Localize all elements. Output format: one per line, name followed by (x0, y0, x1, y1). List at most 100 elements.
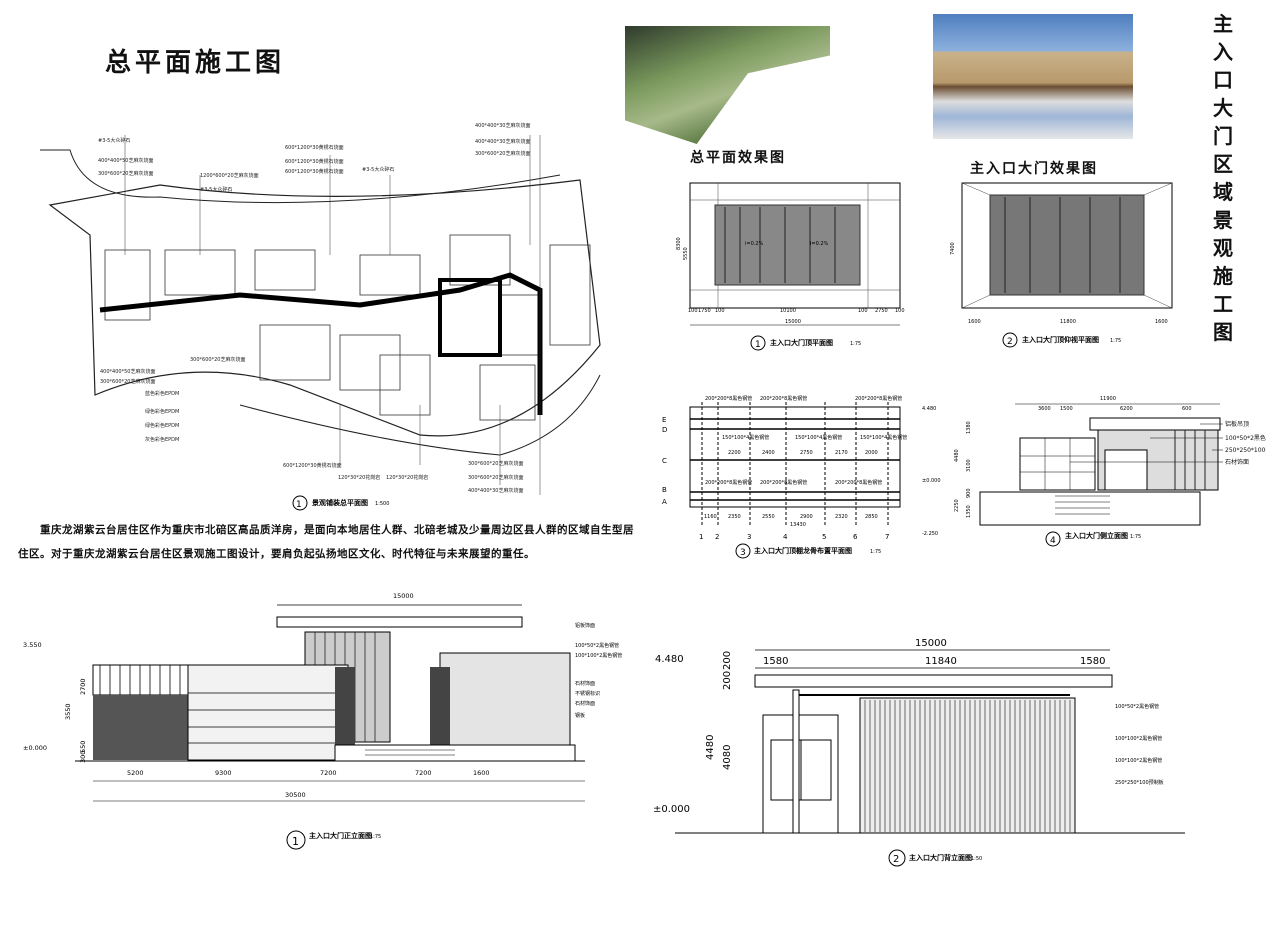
drawing-annotation: 200*200*8黑色钢管 (705, 395, 752, 402)
project-description: 重庆龙湖紫云台居住区作为重庆市北碚区高品质洋房，是面向本地居住人群、北碚老城及少… (18, 524, 634, 560)
site-label: 400*400*30芝麻灰烧面 (475, 122, 530, 129)
material-callout: 铝板吊顶 (1225, 420, 1249, 428)
drawing-annotation: 100*50*2黑色钢管 (575, 642, 619, 649)
drawing-annotation: 2750 (875, 308, 888, 314)
drawing-annotation: 2900 (800, 514, 813, 520)
drawing-scale: 1:500 (375, 501, 389, 507)
drawing-annotation: 200 (722, 651, 733, 670)
drawing-annotation: 6200 (1120, 406, 1133, 412)
drawing-annotation: 7200 (415, 769, 432, 777)
site-label: 120*30*20花岗岩 (386, 474, 428, 481)
drawing-annotation: 100 (688, 308, 698, 314)
drawing-annotation: 1 (755, 340, 761, 350)
site-label: 300*600*20芝麻灰烧面 (190, 356, 245, 363)
dimension-total: 15000 (785, 319, 801, 325)
site-label: 300*600*20芝麻灰烧面 (475, 150, 530, 157)
drawing-annotation: 2400 (762, 450, 775, 456)
drawing-annotation: 100*100*2黑色钢管 (1115, 757, 1162, 764)
drawing-annotation: 2200 (728, 450, 741, 456)
site-label: 600*1200*30黄锈石烧面 (285, 168, 344, 175)
drawing-title: 景观铺装总平面图 (311, 498, 368, 507)
drawing-annotation: 9300 (215, 769, 232, 777)
drawing-annotation: 200*200*8黑色钢管 (760, 479, 807, 486)
drawing-annotation: 11800 (1060, 319, 1076, 325)
drawing-annotation: 100 (858, 308, 868, 314)
material-callout: 250*250*100预制板 (1225, 446, 1266, 454)
drawing-annotation: ±0.000 (653, 804, 690, 815)
site-label: 120*30*20花岗岩 (338, 474, 380, 481)
drawing-annotation: 3 (740, 548, 746, 558)
drawing-annotation: 2700 (79, 678, 87, 695)
drawing-annotation: 2 (1007, 337, 1013, 347)
drawing-annotation: 15000 (393, 592, 414, 600)
drawing-annotation: 1:75 (870, 549, 881, 555)
drawing-annotation: 1580 (1080, 656, 1105, 667)
drawing-annotation: 100 (895, 308, 905, 314)
drawing-annotation: 100*100*2黑色钢管 (575, 652, 622, 659)
drawing-annotation: 1580 (763, 656, 788, 667)
material-callout: 100*50*2黑色钢管 (1225, 434, 1266, 442)
drawing-annotation: 4 (1050, 536, 1056, 546)
drawing-annotation: 4.480 (655, 654, 684, 665)
drawing-title: 主入口大门背立面图 (909, 853, 972, 862)
drawing-annotation: 2750 (800, 450, 813, 456)
drawing-annotation: 1600 (1155, 319, 1168, 325)
drawing-annotation: 6 (853, 533, 858, 541)
drawing-annotation: 2350 (728, 514, 741, 520)
drawing-annotation: 100 (715, 308, 725, 314)
slope-label: i=0.2% (745, 241, 764, 247)
drawing-annotation: B (662, 486, 667, 494)
site-label: #3-5大众碎石 (200, 186, 232, 193)
site-label: 300*600*20芝麻灰烧面 (98, 170, 153, 177)
drawing-annotation: 2550 (762, 514, 775, 520)
site-label: 600*1200*30黄锈石烧面 (285, 158, 344, 165)
drawing-title: 主入口大门侧立面图 (1065, 531, 1128, 540)
drawing-annotation: 1600 (968, 319, 981, 325)
drawing-annotation: 11900 (1100, 396, 1116, 402)
drawing-annotation: 2320 (835, 514, 848, 520)
drawing-annotation: 7 (885, 533, 889, 541)
drawing-annotation: 8300 (676, 237, 682, 250)
drawing-annotation: 1:50 (971, 856, 982, 862)
drawing-annotation: 1350 (966, 505, 972, 518)
drawing-annotation: 600 (1182, 406, 1192, 412)
site-label: 400*400*50芝麻灰烧面 (98, 157, 153, 164)
drawing-number: 1 (296, 500, 302, 510)
site-label: 300*600*20芝麻灰烧面 (100, 378, 155, 385)
drawing-title: 主入口大门正立面图 (309, 831, 372, 840)
drawing-annotation: 1750 (698, 308, 711, 314)
drawing-annotation: 2 (893, 854, 899, 865)
drawing-annotation: 钢板 (575, 712, 585, 719)
drawing-annotation: E (662, 416, 666, 424)
drawing-annotation: 150*100*4黑色钢管 (795, 434, 842, 441)
drawing-annotation: 3550 (64, 703, 72, 720)
drawing-title: 主入口大门顶棚龙骨布置平面图 (754, 546, 852, 555)
drawing-annotation: 2250 (954, 499, 960, 512)
drawing-annotation: 1500 (1060, 406, 1073, 412)
drawing-annotation: -2.250 (922, 531, 938, 537)
drawing-annotation: 30500 (285, 791, 306, 799)
drawing-annotation: 900 (966, 488, 972, 498)
site-label: 灰色彩色EPDM (145, 436, 179, 443)
drawing-annotation: 3 (747, 533, 751, 541)
drawing-annotation: 5550 (683, 247, 689, 260)
material-callout: 石材饰面 (1225, 458, 1249, 466)
drawing-annotation: 550 (79, 741, 87, 753)
drawing-annotation: 2170 (835, 450, 848, 456)
drawing-title: 主入口大门顶仰视平面图 (1022, 335, 1099, 344)
aerial-caption: 总平面效果图 (690, 150, 786, 166)
drawing-annotation: 7200 (320, 769, 337, 777)
drawing-annotation: 1:75 (850, 341, 861, 347)
site-label: 蓝色彩色EPDM (145, 390, 179, 397)
site-label: 400*400*30芝麻灰烧面 (468, 487, 523, 494)
drawing-annotation: 1600 (473, 769, 490, 777)
drawing-annotation: 3.550 (23, 641, 42, 649)
drawing-annotation: A (662, 498, 667, 506)
drawing-annotation: 1:75 (1130, 534, 1141, 540)
drawing-annotation: 1:75 (1110, 338, 1121, 344)
drawing-annotation: 200*200*8黑色钢管 (835, 479, 882, 486)
site-label: 绿色彩色EPDM (145, 422, 179, 429)
